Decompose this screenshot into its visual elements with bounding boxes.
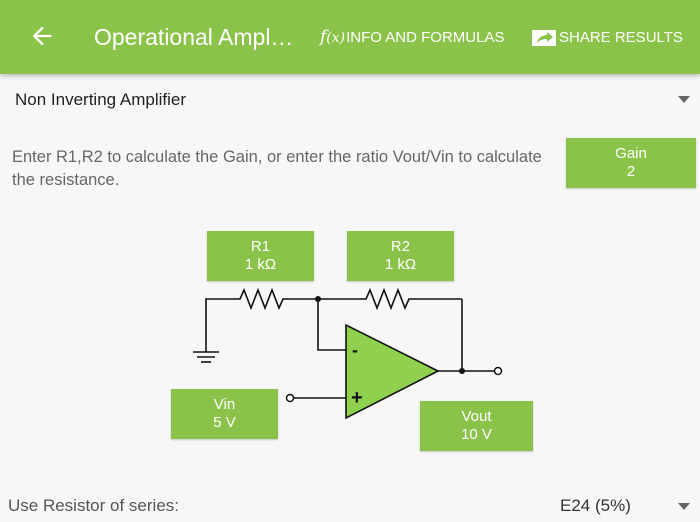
ground-wire <box>205 298 234 352</box>
vin-label: Vin <box>213 396 236 413</box>
r2-resistor-symbol <box>318 287 462 311</box>
output-junction-dot <box>459 368 465 374</box>
opamp-minus-sign: - <box>352 340 358 360</box>
vin-button[interactable]: Vin 5 V <box>171 389 278 439</box>
arrow-left-icon[interactable] <box>28 22 56 50</box>
gain-button[interactable]: Gain 2 <box>566 138 696 188</box>
share-icon <box>532 30 556 46</box>
opamp-symbol <box>345 323 440 420</box>
vout-value: 10 V <box>461 426 492 443</box>
r1-button[interactable]: R1 1 kΩ <box>207 231 314 281</box>
vout-label: Vout <box>461 408 492 425</box>
gain-label: Gain <box>615 145 647 162</box>
share-results-button[interactable]: SHARE RESULTS <box>531 27 683 47</box>
instructions-text: Enter R1,R2 to calculate the Gain, or en… <box>12 148 542 189</box>
r1-label: R1 <box>250 238 271 255</box>
vin-value: 5 V <box>213 414 236 431</box>
function-icon: f(x) <box>320 27 346 47</box>
share-results-label: SHARE RESULTS <box>559 28 683 46</box>
amplifier-type-value: Non Inverting Amplifier <box>15 90 187 109</box>
r2-button[interactable]: R2 1 kΩ <box>347 231 454 281</box>
vout-terminal <box>493 366 503 376</box>
opamp-plus-sign: + <box>351 387 363 409</box>
inverting-input-wire <box>317 299 346 351</box>
r1-resistor-symbol <box>234 287 318 311</box>
app-bar: Operational Ampl… f(x) INFO AND FORMULAS… <box>0 0 700 74</box>
r2-value: 1 kΩ <box>384 256 417 273</box>
series-chevron-down-icon[interactable] <box>678 503 690 510</box>
resistor-series-select[interactable]: E24 (5%) <box>560 496 631 515</box>
vout-button[interactable]: Vout 10 V <box>420 401 533 451</box>
resistor-series-label: Use Resistor of series: <box>8 496 179 515</box>
r1-value: 1 kΩ <box>244 256 277 273</box>
chevron-down-icon <box>678 96 690 103</box>
page-title: Operational Ampl… <box>94 24 294 50</box>
vin-terminal <box>285 393 295 403</box>
gain-value: 2 <box>626 163 636 180</box>
info-formulas-label: INFO AND FORMULAS <box>346 28 505 46</box>
r2-label: R2 <box>390 238 411 255</box>
amplifier-type-select[interactable]: Non Inverting Amplifier <box>0 76 700 124</box>
info-formulas-button[interactable]: f(x) INFO AND FORMULAS <box>320 27 504 47</box>
junction-dot <box>315 296 321 302</box>
